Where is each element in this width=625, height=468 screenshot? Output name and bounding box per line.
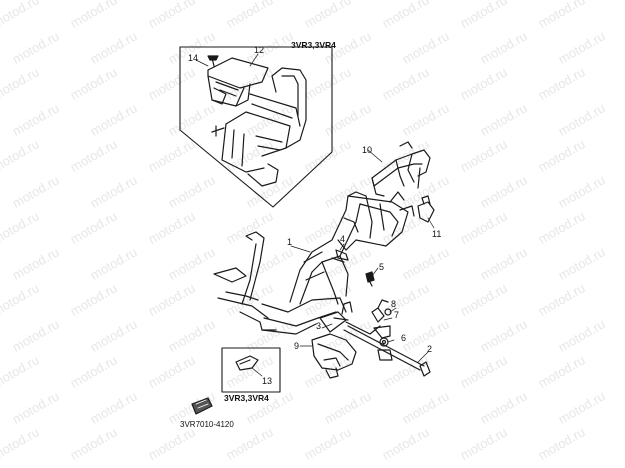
callout-1: 1 — [287, 237, 293, 247]
callout-2: 2 — [427, 344, 433, 354]
part-13-drawing — [235, 355, 259, 371]
callout-6: 6 — [401, 333, 407, 343]
engine-mount-drawing — [319, 299, 393, 361]
callout-11: 11 — [432, 229, 442, 239]
callout-4: 4 — [340, 234, 346, 244]
callout-10: 10 — [362, 145, 373, 155]
callout-12: 12 — [254, 45, 265, 55]
callout-5: 5 — [379, 262, 385, 272]
callout-7: 7 — [394, 310, 400, 320]
callout-8: 8 — [391, 299, 397, 309]
part-2-drawing — [343, 325, 431, 377]
part-11-drawing — [417, 195, 435, 223]
document-code: 3VR7010-4120 — [180, 420, 234, 429]
callout-9: 9 — [294, 341, 300, 351]
inset-top-frame — [179, 46, 333, 208]
part-5-drawing — [365, 271, 375, 287]
inset-frame-section — [211, 67, 307, 187]
inset-top-caption: 3VR3,3VR4 — [291, 40, 336, 50]
inset-bottom-frame — [221, 347, 281, 393]
part-12-drawing — [207, 55, 269, 107]
callout-3: 3 — [316, 321, 322, 331]
main-frame-drawing — [213, 191, 415, 335]
callout-13: 13 — [262, 376, 273, 386]
inset-bottom-caption: 3VR3,3VR4 — [224, 393, 269, 403]
rubber-stamp-icon — [191, 397, 213, 415]
callout-14: 14 — [188, 53, 199, 63]
part-10-drawing — [371, 141, 431, 197]
leader-lines — [195, 53, 435, 377]
part-9-drawing — [311, 333, 357, 379]
